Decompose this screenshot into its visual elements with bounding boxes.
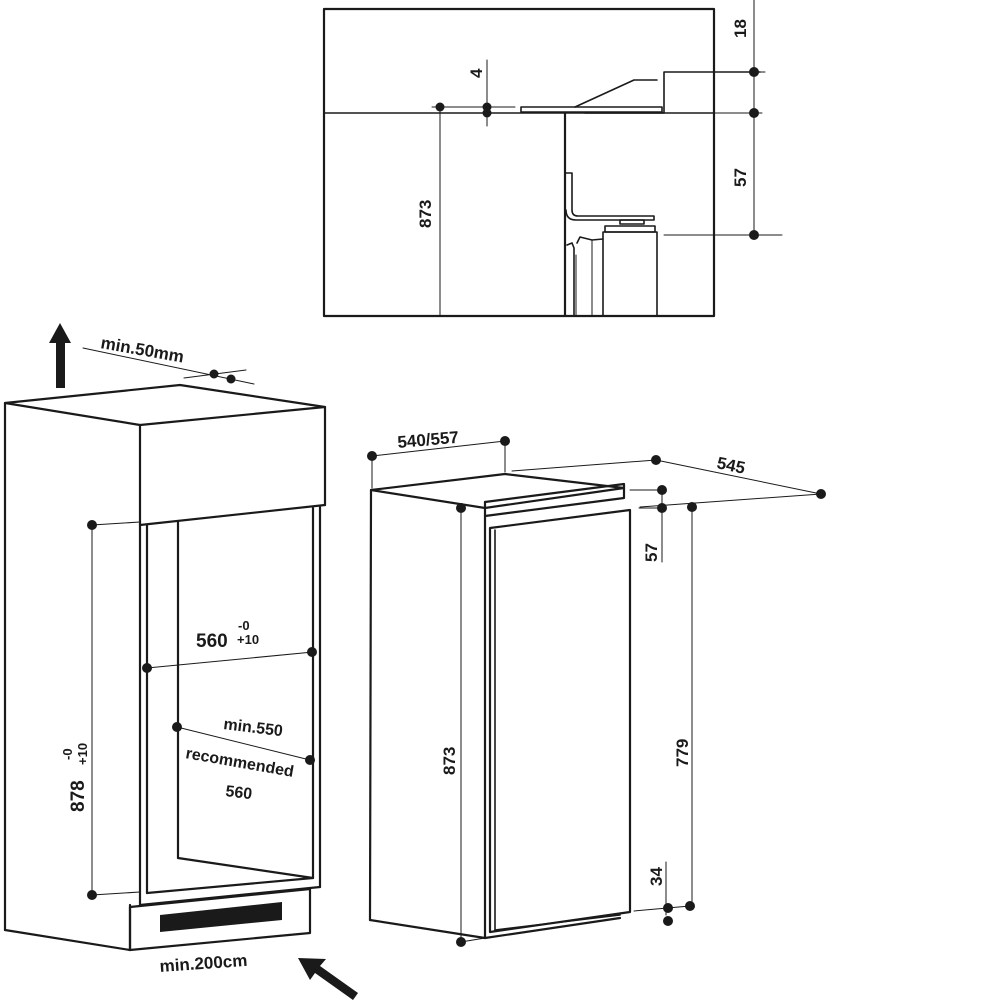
bottom-gap-label: 34 [647,867,666,886]
appliance-height-label: 873 [440,747,459,775]
detail-top-label: 18 [731,19,750,38]
arrow-up-icon [49,323,71,388]
detail-height-label: 873 [416,200,435,228]
appliance-view: 540/557 545 873 57 779 34 [367,428,826,947]
detail-gap-label: 4 [467,68,486,78]
niche-width-tol-plus: +10 [237,632,259,647]
niche-width-label: 560 [196,631,228,652]
detail-hinge-label: 57 [731,168,750,187]
depth-min-label: min.550 [223,716,284,740]
detail-frame [322,7,716,318]
niche-height-label: 878 [68,780,89,812]
ventilation-grille [160,902,282,932]
niche-width-tol-minus: -0 [238,618,250,633]
arrow-in-icon [298,958,358,1000]
top-gap-label: 57 [642,543,661,562]
detail-view: 873 4 18 57 [322,0,783,318]
door-height-label: 779 [673,739,692,767]
appliance-depth-label: 545 [715,453,747,477]
niche-height-tol-plus: +10 [75,743,90,765]
ventilation-label: min.200cm [159,951,248,976]
top-clearance-label: min.50mm [99,333,185,366]
niche-height-tol-minus: -0 [60,748,75,760]
depth-recommended-label: recommended [184,745,295,781]
niche-view: min.50mm 878 -0 +10 560 -0 +10 [3,323,358,1000]
depth-recommended-value: 560 [225,783,254,803]
appliance-width-label: 540/557 [397,428,460,452]
